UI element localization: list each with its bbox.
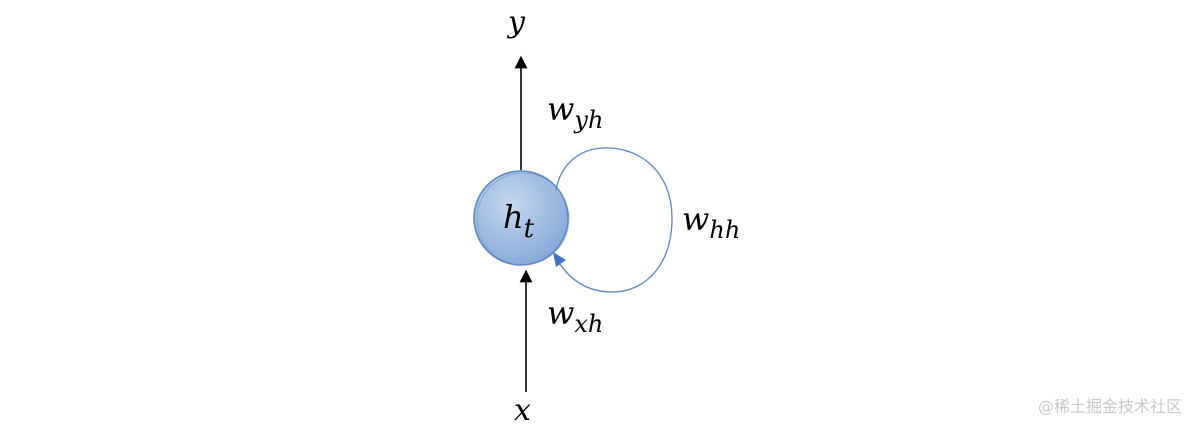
weight-input-label: wxh bbox=[547, 294, 603, 338]
watermark: @稀土掘金技术社区 bbox=[1037, 397, 1182, 416]
weight-output-label: wyh bbox=[547, 90, 603, 134]
weight-output-base: w bbox=[547, 90, 574, 128]
hidden-state-node-outline bbox=[476, 172, 570, 266]
recurrent-loop-arrowhead bbox=[553, 252, 566, 267]
recurrent-loop bbox=[555, 147, 673, 293]
weight-output-subscript: yh bbox=[573, 106, 603, 134]
input-label: x bbox=[514, 393, 531, 428]
weight-input-subscript: xh bbox=[574, 310, 603, 338]
weight-input-base: w bbox=[547, 294, 574, 332]
weight-recurrent-subscript: hh bbox=[709, 216, 740, 244]
hidden-state-label: ht bbox=[503, 198, 535, 244]
weight-recurrent-label: whh bbox=[682, 200, 740, 244]
output-label: y bbox=[506, 5, 526, 40]
weight-recurrent-base: w bbox=[682, 200, 709, 238]
hidden-state-base: h bbox=[503, 198, 524, 236]
hidden-state-subscript: t bbox=[524, 214, 535, 244]
